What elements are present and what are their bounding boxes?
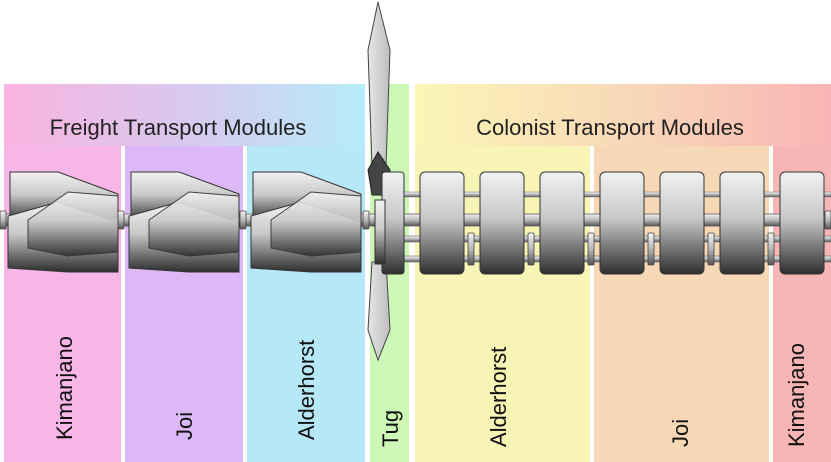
- freight-group-title: Freight Transport Modules: [50, 115, 307, 140]
- freight-header-band: [4, 84, 365, 146]
- freight-module-kimanjano: [7, 171, 119, 273]
- shaft-couplings: [0, 210, 831, 266]
- colonist-group-title: Colonist Transport Modules: [476, 115, 744, 140]
- colonist-cylinder-4: [599, 171, 645, 275]
- section-label-freight-kimanjano: Kimanjano: [52, 336, 77, 440]
- tug-module: [367, 1, 405, 362]
- freight-module-alderhorst: [250, 171, 362, 273]
- colonist-modules: [419, 171, 825, 275]
- section-label-colonist-alderhorst: Alderhorst: [486, 347, 511, 447]
- section-label-freight-alderhorst: Alderhorst: [294, 340, 319, 440]
- colonist-cylinder-2: [479, 171, 525, 275]
- colonist-cylinder-5: [659, 171, 705, 275]
- colonist-cylinder-1: [419, 171, 465, 275]
- section-label-colonist-kimanjano: Kimanjano: [784, 343, 809, 447]
- colonist-cylinder-6: [719, 171, 765, 275]
- colonist-cylinder-3: [539, 171, 585, 275]
- section-label-tug: Tug: [378, 410, 403, 447]
- freight-module-joi: [128, 171, 240, 273]
- section-label-colonist-joi: Joi: [668, 419, 693, 447]
- colonist-header-band: [415, 84, 831, 146]
- colonist-cylinder-7: [779, 171, 825, 275]
- section-label-freight-joi: Joi: [172, 412, 197, 440]
